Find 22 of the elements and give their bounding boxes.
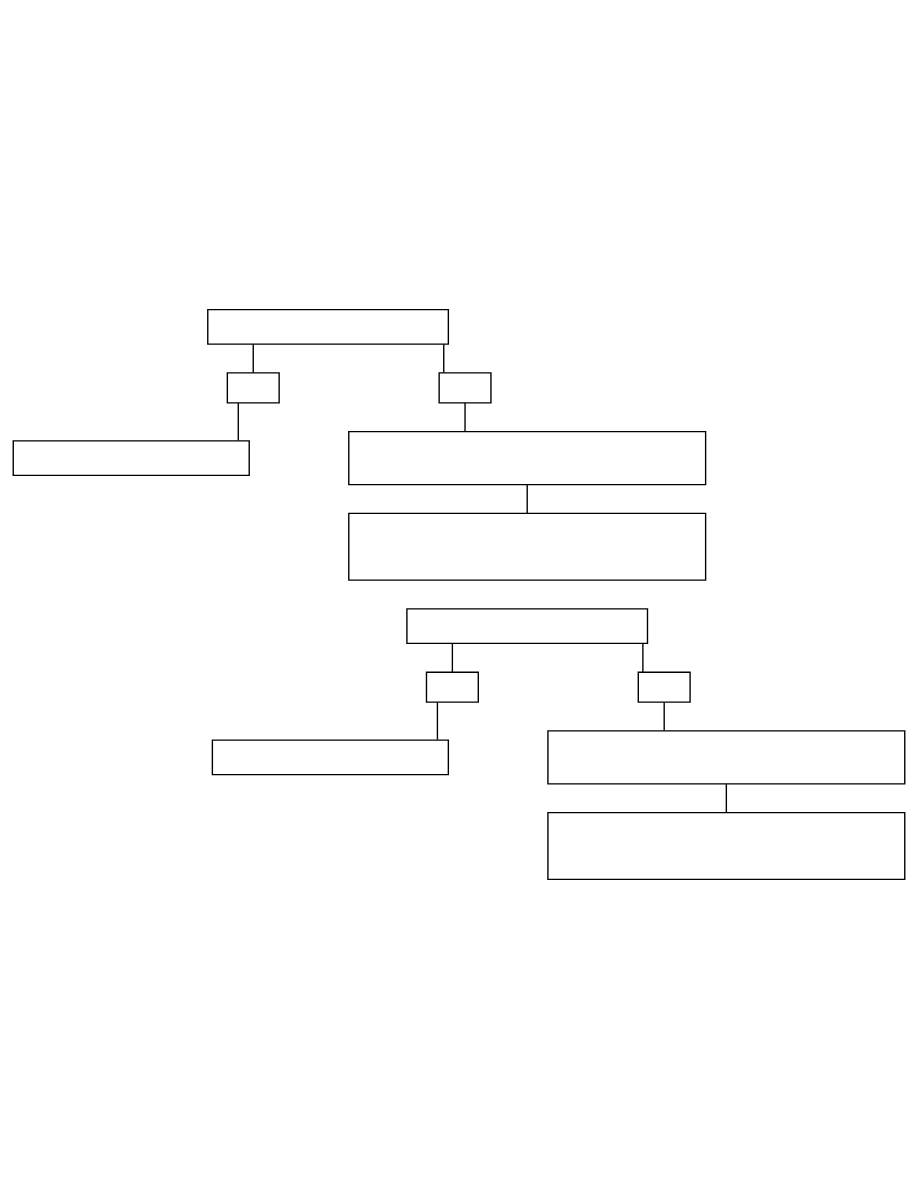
connector: [464, 401, 466, 432]
connector: [237, 401, 239, 441]
node-box: [207, 308, 450, 345]
node-box: [211, 738, 450, 775]
node-box: [348, 512, 707, 581]
node-box: [438, 371, 492, 404]
node-box: [12, 439, 250, 476]
connector: [725, 782, 728, 813]
connector: [252, 343, 254, 373]
connector: [451, 642, 454, 673]
node-box: [547, 811, 906, 880]
connector: [642, 642, 644, 673]
connector: [526, 483, 528, 514]
node-box: [425, 671, 479, 703]
node-box: [637, 671, 691, 703]
node-box: [348, 430, 707, 485]
connector: [436, 701, 439, 740]
connector: [443, 343, 445, 373]
node-box: [406, 607, 649, 644]
node-box: [547, 729, 906, 785]
connector: [663, 701, 665, 731]
node-box: [226, 371, 280, 404]
